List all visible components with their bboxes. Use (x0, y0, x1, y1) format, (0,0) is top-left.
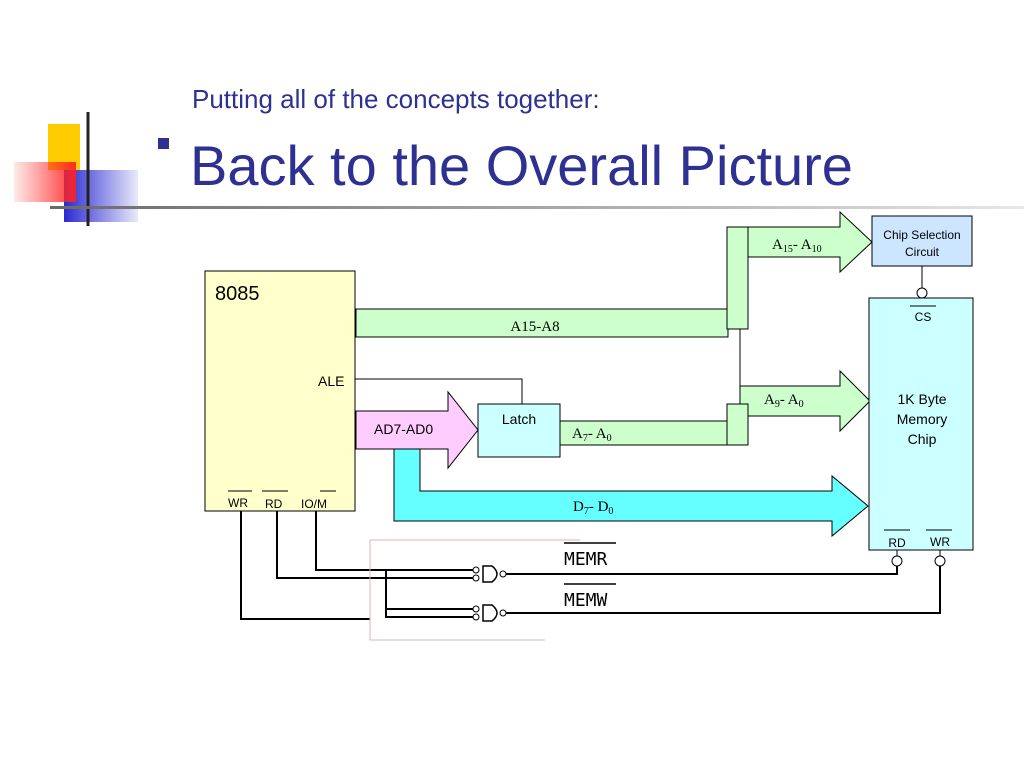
slide-subtitle: Putting all of the concepts together: (192, 84, 600, 114)
memory-label-3: Chip (908, 431, 937, 447)
ale-line (355, 378, 523, 404)
control-logic (240, 511, 941, 620)
memory-wr-pin: WR (930, 535, 950, 549)
cpu-rd-pin: RD (265, 497, 283, 511)
cpu-iom-pin: IO/M (301, 497, 327, 511)
cpu-ale-pin: ALE (318, 373, 344, 389)
a7-a0-riser (726, 403, 749, 446)
ad7-ad0-arrow (355, 390, 479, 470)
a15-a10-arrow (747, 210, 873, 274)
cpu-name: 8085 (215, 283, 260, 305)
logo-red-square (14, 162, 76, 202)
logo-blue-square (64, 170, 138, 222)
cs-inversion-bubble (916, 287, 928, 299)
chip-selection-label-2: Circuit (905, 245, 940, 259)
memory-rd-pin: RD (888, 536, 906, 550)
bullet-marker (158, 138, 169, 149)
a15-a8-label: A15-A8 (510, 319, 559, 335)
d7-d0-bus (393, 448, 869, 538)
a9-a0-label: A9- A0 (764, 392, 804, 410)
a15-a10-label: A15- A10 (772, 237, 822, 255)
ad7-ad0-label: AD7-AD0 (374, 421, 433, 437)
a9-a0-arrow (739, 369, 871, 433)
cpu-8085-block (204, 270, 356, 512)
address-riser (726, 226, 749, 330)
memr-label: MEMR (564, 549, 608, 570)
title-rule (50, 206, 1024, 209)
memory-label-1: 1K Byte (897, 391, 946, 407)
memory-cs-pin: CS (915, 310, 932, 324)
chip-selection-label-1: Chip Selection (883, 228, 960, 242)
memory-chip-block (868, 297, 974, 551)
memory-label-2: Memory (897, 411, 948, 427)
memw-label: MEMW (564, 590, 608, 611)
slide-title: Back to the Overall Picture (190, 134, 853, 197)
memw-gate (482, 604, 498, 622)
latch-block (477, 403, 561, 458)
a7-a0-label: A7- A0 (572, 426, 612, 444)
cpu-wr-pin: WR (228, 496, 248, 510)
memr-gate (482, 565, 498, 583)
d7-d0-label: D7- D0 (573, 499, 613, 517)
latch-label: Latch (502, 411, 536, 427)
